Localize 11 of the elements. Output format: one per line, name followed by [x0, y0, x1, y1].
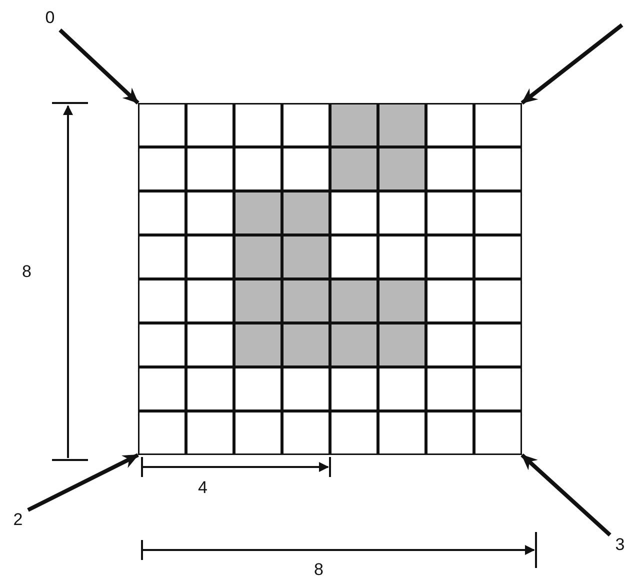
corner-number: 0 [40, 8, 60, 30]
arrow [27, 453, 139, 512]
pixel-grid-drawing [138, 103, 522, 455]
corner-number: 2 [8, 510, 28, 532]
dimension-label: 8 [314, 560, 324, 580]
dimension-label: 4 [198, 478, 208, 498]
arrow [58, 28, 140, 104]
arrow [520, 454, 612, 536]
arrow [520, 23, 624, 105]
dimension-label: 8 [22, 262, 32, 282]
corner-number: 3 [610, 535, 630, 557]
